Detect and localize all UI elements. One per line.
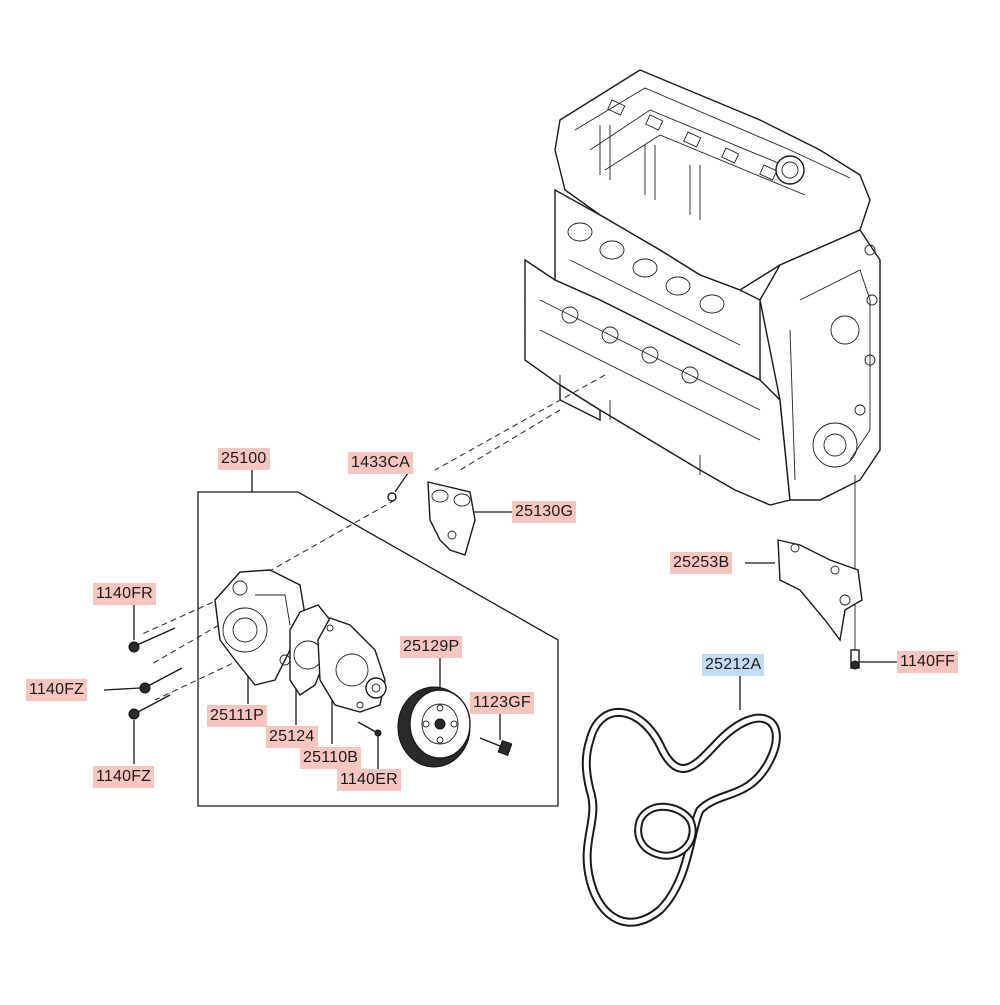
bolt-1140er (357, 721, 382, 737)
engine-block-illustration (524, 69, 881, 506)
callout-25124: 25124 (266, 726, 318, 748)
bolt-1140ff (850, 649, 860, 670)
bolt-1140fr (128, 627, 176, 653)
callout-25110b: 25110B (300, 747, 362, 769)
bolt-1140fz-upper (139, 667, 183, 694)
callout-25130g: 25130G (512, 501, 577, 523)
bracket-25253b (777, 539, 863, 642)
plug-1433ca (387, 492, 397, 502)
pulley-25129p (397, 686, 471, 768)
callout-1140fz-upper: 1140FZ (26, 679, 88, 701)
water-pump-25110b (317, 617, 387, 713)
callout-25212a: 25212A (702, 654, 765, 676)
callout-25253b: 25253B (670, 552, 733, 574)
callout-1433ca: 1433CA (348, 452, 414, 474)
callout-1140fz-lower: 1140FZ (93, 766, 155, 788)
gasket-25130g (427, 481, 476, 556)
callout-1140fr: 1140FR (93, 583, 156, 605)
pump-bolts (128, 627, 183, 720)
callout-25100: 25100 (218, 448, 270, 470)
callout-1123gf: 1123GF (470, 692, 534, 714)
callout-1140ff: 1140FF (897, 651, 959, 673)
callout-1140er: 1140ER (337, 769, 401, 791)
bolt-1140fz-lower (128, 694, 171, 720)
assembly-group-frame (197, 491, 559, 807)
callout-25111p: 25111P (207, 705, 267, 727)
bolt-1123gf (479, 737, 513, 756)
callout-25129p: 25129P (400, 636, 463, 658)
drive-belt-25212a (581, 708, 781, 927)
